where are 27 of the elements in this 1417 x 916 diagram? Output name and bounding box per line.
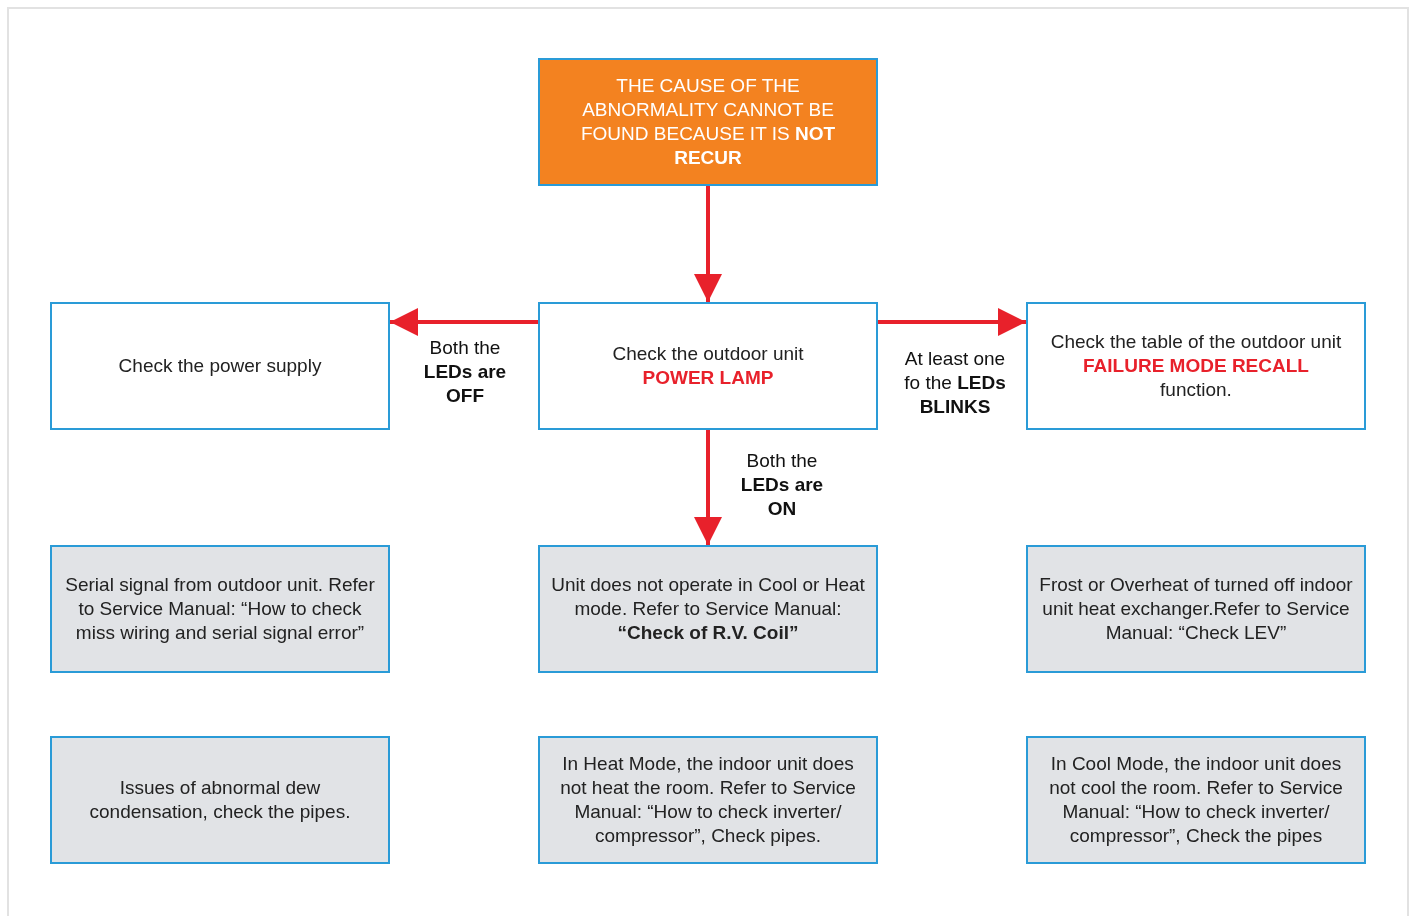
process-box [538,736,878,864]
process-box [1026,302,1366,430]
box-text: Unit does not operate in Cool or Heat mode. Refer to Service Manual: “Check of R.V. Coil” [550,573,866,645]
box-text: function. [1160,378,1232,402]
box-text: In Cool Mode, the indoor unit does not cool the room. Refer to Service Manual: “How to check inverter/ compressor”, Check the pipes [1048,752,1344,848]
process-box [50,302,390,430]
arrow [390,308,538,336]
box-text: In Heat Mode, the indoor unit does not heat the room. Refer to Service Manual: “How to check inverter/ compressor”, Check pipes. [559,752,857,848]
box-text: Check the outdoor unit [612,342,804,366]
box-text: POWER LAMP [642,366,774,390]
box-text: Frost or Overheat of turned off indoor unit heat exchanger.Refer to Service Manual: “Check LEV” [1038,573,1354,645]
start-box [538,58,878,186]
process-box [538,545,878,673]
arrow [878,308,1026,336]
arrow [694,430,722,545]
process-box [50,545,390,673]
process-box [1026,736,1366,864]
process-box [538,302,878,430]
box-text: FAILURE MODE RECALL [1083,354,1309,378]
box-text: Serial signal from outdoor unit. Refer to Service Manual: “How to check miss wiring and serial signal error” [64,573,376,645]
box-text: Issues of abnormal dew condensation, check the pipes. [88,776,352,824]
box-text: Check the power supply [118,354,322,378]
box-text: THE CAUSE OF THE ABNORMALITY CANNOT BE FOUND BECAUSE IT IS NOT RECUR [579,74,837,170]
process-box [1026,545,1366,673]
arrow [694,186,722,302]
box-text: Check the table of the outdoor unit [1050,330,1342,354]
process-box [50,736,390,864]
